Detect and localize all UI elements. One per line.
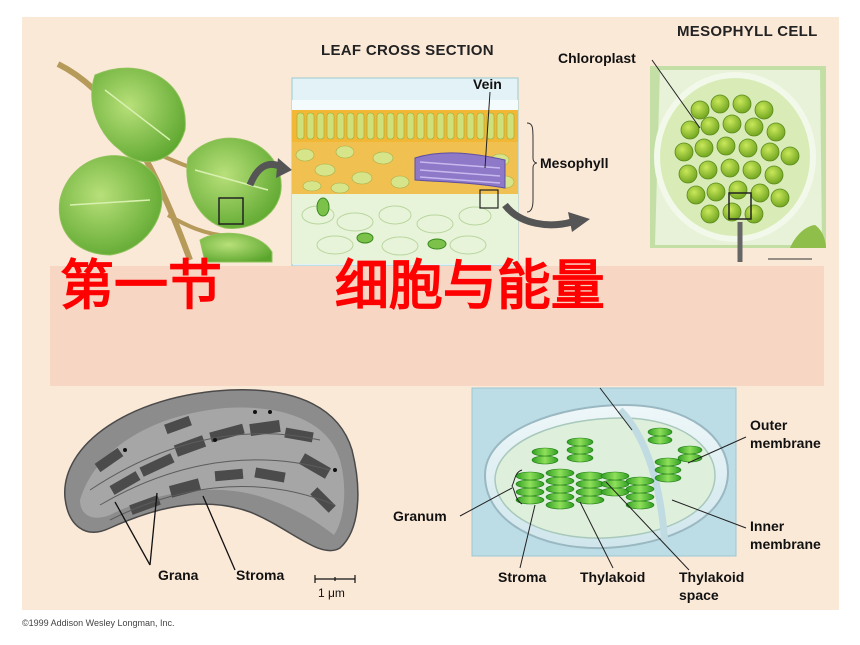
label-vein: Vein xyxy=(473,76,502,92)
leaf-cross-section-title: LEAF CROSS SECTION xyxy=(321,42,494,59)
mesophyll-cell-title: MESOPHYLL CELL xyxy=(677,23,818,40)
label-inner-membrane-2: membrane xyxy=(750,536,821,552)
title-band xyxy=(50,266,824,386)
label-thylakoid-space-2: space xyxy=(679,587,719,603)
label-mesophyll: Mesophyll xyxy=(540,155,609,171)
chloroplast-3d-diagram xyxy=(459,387,747,571)
label-outer-membrane-1: Outer xyxy=(750,417,788,433)
title-topic: 细胞与能量 xyxy=(334,254,605,317)
label-stroma-diagram: Stroma xyxy=(498,569,547,585)
title-section-number: 第一节 xyxy=(60,254,222,317)
label-granum: Granum xyxy=(393,508,447,524)
label-outer-membrane-2: membrane xyxy=(750,435,821,451)
chloroplast-micrograph xyxy=(64,389,359,583)
slide-title: 第一节 细胞与能量 xyxy=(60,254,605,318)
copyright-notice: ©1999 Addison Wesley Longman, Inc. xyxy=(22,618,175,628)
label-thylakoid-space-1: Thylakoid xyxy=(679,569,745,585)
label-scale-bar: 1 μm xyxy=(318,586,345,600)
label-thylakoid: Thylakoid xyxy=(580,569,646,585)
label-grana: Grana xyxy=(158,567,199,583)
mesophyll-cell-illustration xyxy=(650,59,826,262)
label-stroma-micrograph: Stroma xyxy=(236,567,285,583)
label-inner-membrane-1: Inner xyxy=(750,518,785,534)
leaf-branch-illustration xyxy=(56,61,292,263)
label-chloroplast: Chloroplast xyxy=(558,50,636,66)
leaf-cross-section-illustration xyxy=(291,77,590,267)
